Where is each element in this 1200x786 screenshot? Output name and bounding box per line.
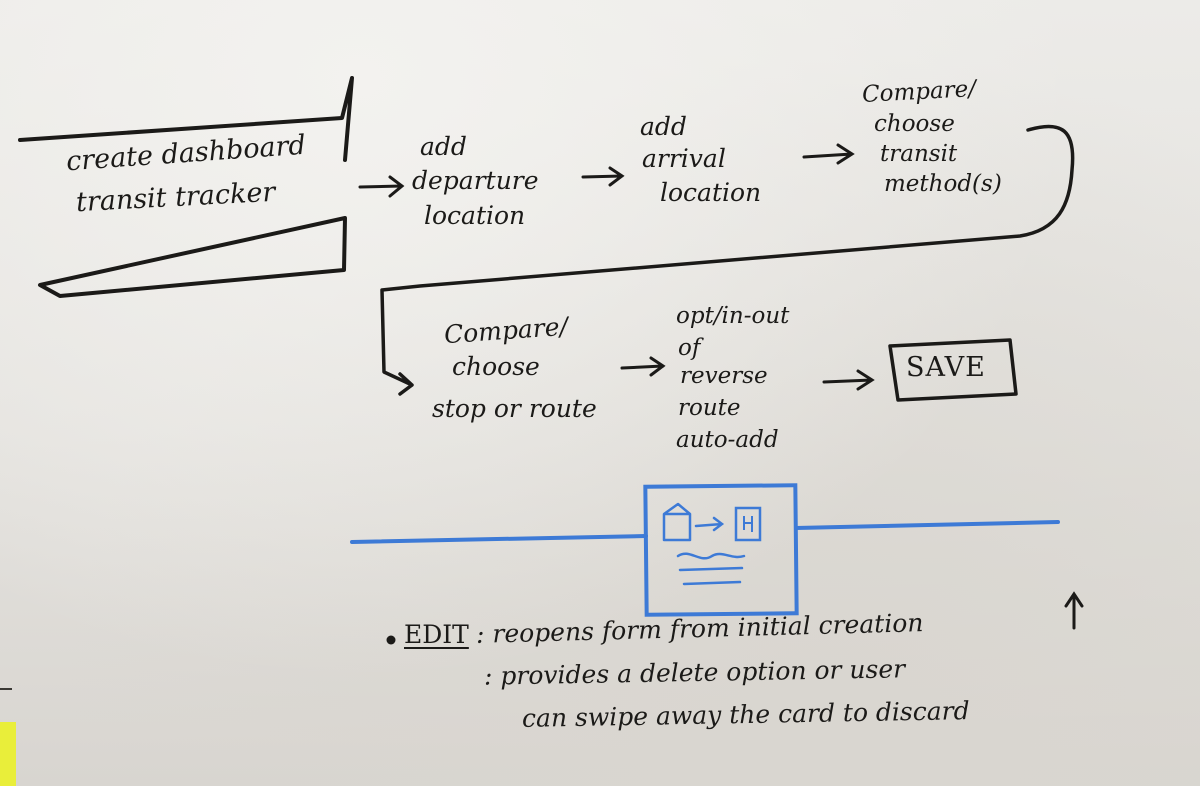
connector-loop	[380, 124, 1075, 396]
arrival-step-line-3: location	[660, 178, 762, 207]
blue-line-right	[794, 520, 1060, 530]
reverse-step-line-5: auto-add	[676, 427, 779, 453]
stop-step-line-2: choose	[452, 352, 540, 381]
up-arrow-mark	[1064, 591, 1084, 630]
card-sketch	[643, 483, 799, 617]
reverse-step-line-4: route	[678, 395, 741, 421]
doc-icon-lines	[743, 516, 753, 532]
arrival-step-line-2: arrival	[642, 144, 726, 173]
edit-label: EDIT	[404, 620, 469, 649]
save-box-outline	[888, 338, 1018, 402]
sticky-note	[0, 722, 16, 786]
card-arrow-icon	[694, 516, 725, 532]
save-box-label: SAVE	[906, 352, 986, 383]
method-step-line-1: Compare/	[861, 76, 977, 108]
start-box-outline	[18, 76, 354, 298]
bullet-dot	[386, 635, 396, 645]
method-step-line-4: method(s)	[884, 171, 1002, 197]
departure-step-line-2: departure	[412, 166, 539, 195]
method-step-line-2: choose	[874, 111, 955, 137]
departure-step-line-1: add	[420, 132, 467, 161]
blue-line-left	[350, 534, 648, 544]
arrival-step-line-1: add	[640, 112, 687, 141]
house-icon	[662, 502, 692, 542]
card-scribble-2	[678, 566, 744, 572]
card-scribble-1	[676, 552, 746, 560]
arrow-4	[620, 356, 666, 377]
arrow-1	[358, 175, 405, 198]
reverse-step-line-3: reverse	[680, 363, 768, 389]
method-step-line-3: transit	[880, 141, 958, 167]
departure-step-line-3: location	[424, 201, 526, 230]
reverse-step-line-1: opt/in-out	[676, 303, 790, 329]
arrow-2	[581, 166, 625, 187]
arrow-5	[822, 369, 875, 391]
doc-icon	[734, 506, 762, 542]
stop-step-line-3: stop or route	[432, 394, 597, 423]
edge-marker-mark	[0, 688, 12, 690]
reverse-step-line-2: of	[678, 335, 701, 361]
card-scribble-3	[682, 580, 742, 586]
arrow-3	[802, 143, 855, 165]
